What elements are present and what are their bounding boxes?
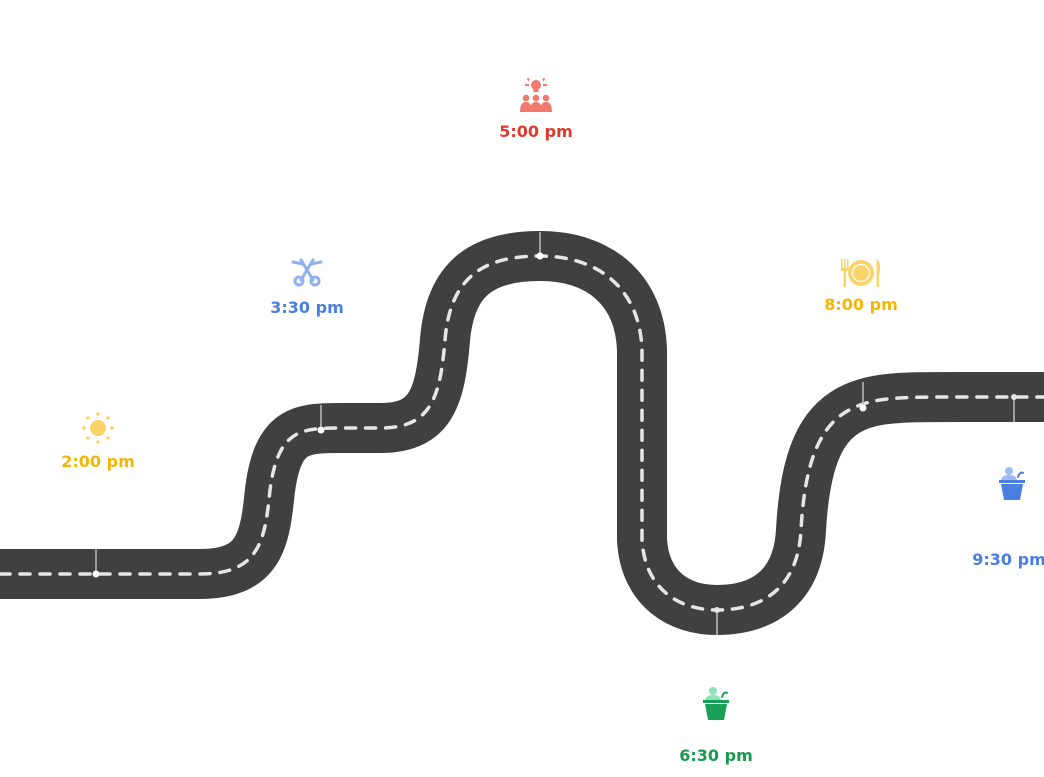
- scissors-ribbon-icon: [291, 258, 323, 287]
- stop-2-00pm: 2:00 pm: [0, 408, 198, 488]
- stop-time: 9:30 pm: [972, 550, 1044, 569]
- stop-description: [761, 315, 961, 331]
- marker-stop-2[interactable]: [317, 426, 325, 434]
- marker-stop-1[interactable]: [92, 570, 100, 578]
- lane-marking: [0, 254, 1044, 612]
- marker-stop-4[interactable]: [714, 607, 720, 613]
- stop-3-30pm: 3:30 pm: [207, 250, 407, 334]
- podium-speaker-icon: [999, 467, 1025, 500]
- marker-stop-5[interactable]: [859, 404, 867, 412]
- dinner-plate-icon: [841, 259, 881, 287]
- stop-9-30pm: 9:30 pm: [912, 464, 1044, 570]
- podium-speaker-icon: [703, 687, 729, 720]
- stop-time: 3:30 pm: [270, 298, 344, 317]
- stop-time: 5:00 pm: [499, 122, 573, 141]
- stop-6-30pm: 6:30 pm: [616, 684, 816, 766]
- stop-description: [912, 514, 1044, 530]
- marker-stop-6[interactable]: [1011, 394, 1017, 400]
- marker-stop-3[interactable]: [536, 252, 544, 260]
- sun-icon: [82, 412, 114, 444]
- stop-5-00pm: 5:00 pm: [436, 76, 636, 158]
- stop-description: [436, 142, 636, 158]
- stop-description: [207, 318, 407, 334]
- stop-description: [0, 472, 198, 488]
- stop-time: 6:30 pm: [679, 746, 753, 765]
- stop-time: 8:00 pm: [824, 295, 898, 314]
- stop-time: 2:00 pm: [61, 452, 135, 471]
- team-idea-icon: [520, 77, 552, 112]
- stop-8-00pm: 8:00 pm: [761, 253, 961, 331]
